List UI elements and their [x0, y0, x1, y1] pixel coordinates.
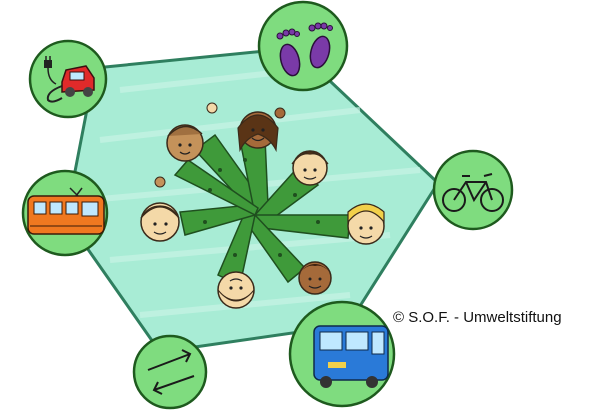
child-face-top-left — [166, 124, 204, 162]
child-face-bottom — [217, 271, 255, 309]
electric-car-icon — [28, 39, 108, 119]
children-circle — [140, 102, 385, 309]
tram-icon — [21, 169, 109, 257]
bicycle-icon — [432, 149, 514, 231]
child-face-bottom-right — [298, 261, 332, 295]
child-face-right-top — [291, 150, 329, 186]
child-face-left — [140, 202, 180, 242]
bus-icon — [288, 300, 396, 408]
child-face-top — [237, 111, 279, 153]
copyright-notice: © S.O.F. - Umweltstiftung — [393, 309, 562, 326]
footprints-icon — [257, 0, 349, 92]
child-face-right — [347, 203, 385, 245]
exchange-arrows-icon — [132, 334, 208, 410]
